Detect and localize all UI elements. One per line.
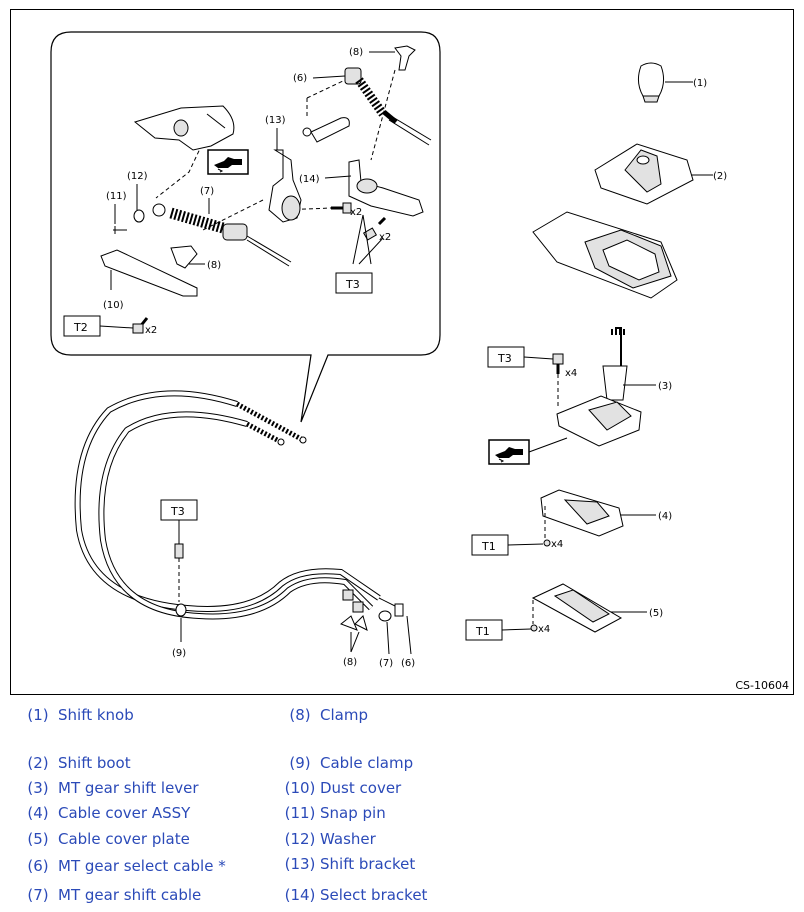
qty-x2-bolt-2: x2 — [379, 232, 391, 243]
console-cover-part — [532, 211, 678, 299]
callout-12: (12) — [127, 171, 148, 182]
torque-labels: T2 T3 T3 T3 T1 T1 — [73, 278, 512, 638]
callout-7-inset: (7) — [200, 186, 214, 197]
diagram-canvas: (1) (2) (3) (4) (5) (6) (6) (7) (7) (8) … — [50, 31, 727, 669]
callout-7-cable: (7) — [379, 658, 393, 669]
qty-x2-bolt-1: x2 — [350, 207, 362, 218]
legend-number: (7) — [27, 886, 49, 904]
legend-number: (2) — [27, 754, 49, 772]
callout-3: (3) — [658, 381, 672, 392]
clamp-top-part — [394, 45, 416, 71]
legend-text: Cable cover ASSY — [58, 804, 191, 822]
parts-legend: (1) Shift knob (2) Shift boot (3) MT gea… — [0, 700, 804, 912]
torque-t1-cover: T1 — [481, 540, 496, 553]
qty-x4-lever: x4 — [565, 368, 577, 379]
cable-cover-plate-part — [531, 583, 623, 633]
cable-clamp-part — [174, 543, 187, 617]
legend-number: (5) — [27, 830, 49, 848]
washer-part — [133, 209, 145, 223]
legend-number: (11) — [284, 804, 316, 822]
legend-text: Shift knob — [58, 706, 134, 724]
bolt-select-bracket — [331, 202, 352, 214]
legend-text: MT gear shift lever — [58, 779, 199, 797]
legend-text: Dust cover — [320, 779, 402, 797]
clamp-lower-part — [170, 245, 198, 269]
bolt-dust-cover — [132, 317, 149, 334]
legend-number: (9) — [289, 754, 311, 772]
callout-labels: (1) (2) (3) (4) (5) (6) (6) (7) (7) (8) … — [103, 47, 727, 669]
shift-lever-part — [556, 327, 642, 447]
torque-t3-cable: T3 — [170, 505, 185, 518]
legend-number: (6) — [27, 857, 49, 875]
select-cable-inset — [344, 67, 432, 146]
callout-8-top: (8) — [349, 47, 363, 58]
callout-13: (13) — [265, 115, 286, 126]
shift-boot-part — [594, 143, 694, 205]
torque-t3-lever: T3 — [497, 352, 512, 365]
callout-2: (2) — [713, 171, 727, 182]
callout-14: (14) — [299, 174, 320, 185]
legend-text: Washer — [320, 830, 376, 848]
shift-cable-inset — [152, 203, 292, 267]
callout-10: (10) — [103, 300, 124, 311]
figure-code: CS-10604 — [735, 679, 789, 692]
bolt-shift-lever — [552, 353, 564, 408]
legend-text: Cable cover plate — [58, 830, 190, 848]
select-bracket-part — [348, 159, 424, 217]
cable-assembly — [74, 390, 404, 631]
legend-text: Clamp — [320, 706, 368, 724]
legend-number: (10) — [284, 779, 316, 797]
callout-9: (9) — [172, 648, 186, 659]
qty-x4-cover: x4 — [551, 539, 563, 550]
legend-text: MT gear shift cable — [58, 886, 202, 904]
callout-6-cable: (6) — [401, 658, 415, 669]
callout-8-lower: (8) — [207, 260, 221, 271]
callout-6-inset: (6) — [293, 73, 307, 84]
legend-number: (13) — [284, 855, 316, 873]
shift-bracket-part — [268, 149, 302, 223]
cable-cover-assy-part — [540, 489, 624, 537]
torque-t3-inset: T3 — [345, 278, 360, 291]
legend-text: Shift bracket — [320, 855, 416, 873]
qty-x4-plate: x4 — [538, 624, 550, 635]
legend-text: Shift boot — [58, 754, 131, 772]
legend-text: Snap pin — [320, 804, 386, 822]
legend-number: (4) — [27, 804, 49, 822]
legend-number: (3) — [27, 779, 49, 797]
callout-4: (4) — [658, 511, 672, 522]
grease-gun-icon-2 — [488, 439, 530, 465]
exploded-parts-diagram: (1) (2) (3) (4) (5) (6) (6) (7) (7) (8) … — [10, 9, 794, 695]
callout-8-cable: (8) — [343, 657, 357, 668]
callout-1: (1) — [693, 78, 707, 89]
legend-number: (1) — [27, 706, 49, 724]
torque-box-t3-inset — [335, 272, 373, 294]
torque-t2: T2 — [73, 321, 88, 334]
snap-pin-part — [113, 226, 127, 234]
callout-5: (5) — [649, 608, 663, 619]
quantity-labels: x2 x2 x2 x4 x4 x4 — [145, 207, 577, 635]
torque-t1-plate: T1 — [475, 625, 490, 638]
shift-knob-part — [637, 62, 665, 103]
legend-number: (14) — [284, 886, 316, 904]
legend-text: Select bracket — [320, 886, 428, 904]
legend-number: (8) — [289, 706, 311, 724]
legend-number: (12) — [284, 830, 316, 848]
qty-x2-dust-cover: x2 — [145, 325, 157, 336]
lever-arm-part — [310, 117, 350, 143]
callout-11: (11) — [106, 191, 127, 202]
grease-gun-icon — [207, 149, 249, 175]
legend-text: Cable clamp — [320, 754, 414, 772]
dust-cover-part — [100, 249, 198, 297]
legend-text: MT gear select cable * — [58, 857, 226, 875]
selector-cover-part — [133, 105, 235, 151]
